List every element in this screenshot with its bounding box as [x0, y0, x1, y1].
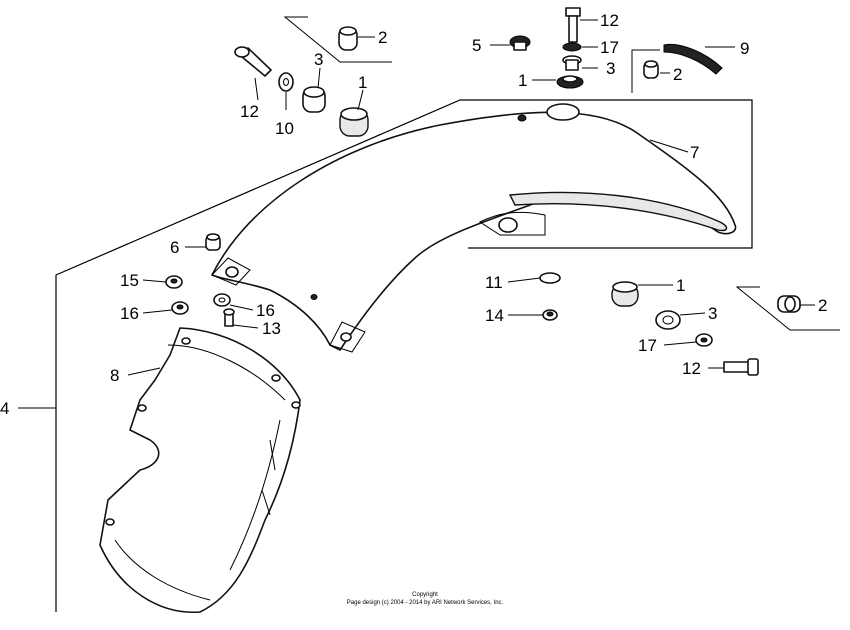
- label-12b: 12: [600, 11, 619, 30]
- inner-fender: [99, 327, 301, 613]
- label-8: 8: [110, 366, 119, 385]
- front-fender: [211, 103, 737, 353]
- screw-13: [223, 308, 235, 327]
- leader-lines: [127, 19, 815, 376]
- grommet-1c: [611, 281, 639, 307]
- label-15: 15: [120, 271, 139, 290]
- part-labels: 4 2 3 1 12 10 5 12 17 3 1 9 2 7 6 15 16 …: [0, 11, 827, 418]
- label-12a: 12: [240, 102, 259, 121]
- nut-16a: [171, 301, 189, 315]
- bolt-12a: [234, 46, 272, 77]
- part-6: [205, 233, 221, 251]
- washer-10: [278, 72, 294, 92]
- assembly-bracket-4: [55, 99, 753, 612]
- label-11: 11: [485, 273, 503, 292]
- label-17b: 17: [638, 336, 657, 355]
- washer-16b: [213, 293, 231, 307]
- label-3a: 3: [314, 50, 323, 69]
- collar-2a: [338, 26, 358, 51]
- nut-14: [542, 309, 558, 321]
- label-1b: 1: [518, 71, 527, 90]
- washer-11: [539, 272, 561, 284]
- copyright-line-2: Page design (c) 2004 - 2014 by ARI Netwo…: [347, 600, 504, 606]
- label-9: 9: [740, 39, 749, 58]
- label-3b: 3: [606, 59, 615, 78]
- collar-2b: [643, 60, 659, 79]
- label-4: 4: [0, 399, 9, 418]
- collar-2c: [777, 295, 801, 313]
- label-5: 5: [472, 36, 481, 55]
- label-10: 10: [275, 119, 294, 138]
- label-2a: 2: [378, 28, 387, 47]
- label-2b: 2: [673, 65, 682, 84]
- nut-15: [165, 275, 183, 289]
- grommet-1b: [556, 75, 584, 89]
- bolt-12b: [565, 7, 581, 43]
- bracket-top-left: [283, 16, 392, 63]
- bracket-top-right: [631, 49, 660, 93]
- label-17a: 17: [600, 38, 619, 57]
- washer-17a: [562, 42, 582, 52]
- bolt-12c: [723, 358, 759, 376]
- label-2c: 2: [818, 296, 827, 315]
- label-14: 14: [485, 306, 504, 325]
- stay-9: [663, 43, 723, 75]
- label-6: 6: [170, 238, 179, 257]
- label-16a: 16: [120, 304, 139, 323]
- label-16b: 16: [256, 301, 275, 320]
- hardware-parts: [165, 7, 801, 376]
- label-12c: 12: [682, 359, 701, 378]
- grommet-1a: [339, 107, 369, 137]
- sleeve-3a: [302, 86, 326, 113]
- bracket-right: [735, 286, 840, 331]
- label-7: 7: [690, 143, 699, 162]
- sleeve-3b: [562, 55, 582, 71]
- label-1a: 1: [358, 73, 367, 92]
- cap-5: [509, 35, 531, 51]
- copyright-line-1: Copyright: [412, 592, 438, 598]
- label-13: 13: [262, 319, 281, 338]
- sleeve-3c: [655, 310, 681, 330]
- washer-17b: [695, 333, 713, 347]
- label-3c: 3: [708, 304, 717, 323]
- label-1c: 1: [676, 276, 685, 295]
